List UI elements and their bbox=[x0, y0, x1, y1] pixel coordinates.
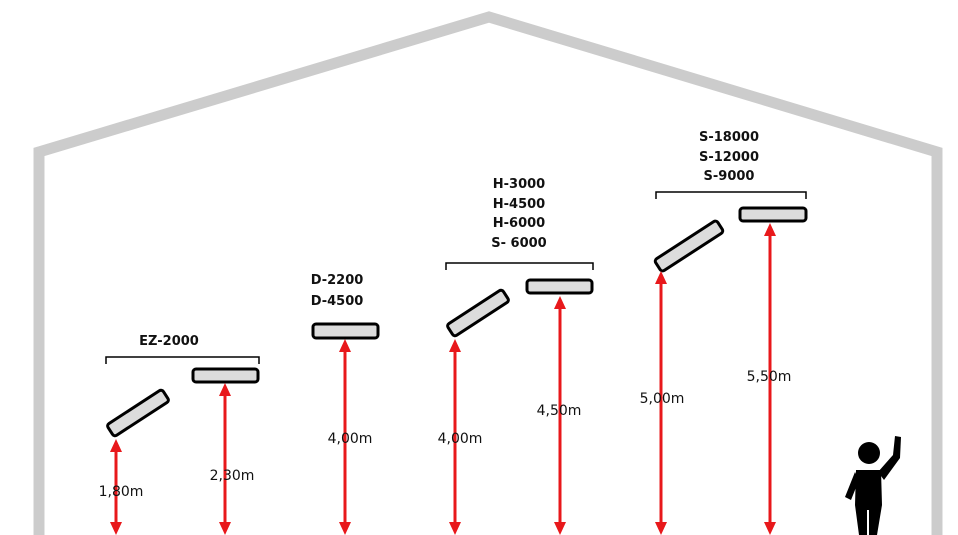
group-h-labels: H-3000 H-4500 H-6000 S- 6000 bbox=[491, 177, 546, 251]
heater-h-angled bbox=[446, 288, 510, 338]
height-arrow-ez-1 bbox=[110, 439, 122, 535]
model-label-s-9000: S-9000 bbox=[704, 169, 755, 184]
height-label-s-1: 5,00m bbox=[640, 391, 685, 407]
model-label-d-4500: D-4500 bbox=[311, 294, 364, 309]
model-label-d-2200: D-2200 bbox=[311, 273, 364, 288]
group-s: S-18000 S-12000 S-9000 5,00m 5,50m bbox=[640, 130, 808, 535]
height-label-ez-2: 2,30m bbox=[210, 468, 255, 484]
building-outline bbox=[33, 11, 943, 535]
group-h: H-3000 H-4500 H-6000 S- 6000 4,00m 4,50m bbox=[438, 177, 594, 535]
model-label-h-3000: H-3000 bbox=[493, 177, 545, 192]
heater-s-flat bbox=[738, 206, 808, 223]
model-label-s-12000: S-12000 bbox=[699, 150, 759, 165]
height-arrow-h-2 bbox=[554, 296, 566, 535]
person-waving-icon bbox=[845, 436, 901, 535]
model-label-s-18000: S-18000 bbox=[699, 130, 759, 145]
height-label-ez-1: 1,80m bbox=[99, 484, 144, 500]
model-label-h-4500: H-4500 bbox=[493, 197, 545, 212]
group-ez-bracket bbox=[105, 356, 260, 364]
height-arrow-s-1 bbox=[655, 271, 667, 535]
heater-ez-angled bbox=[106, 388, 170, 438]
height-arrow-d-1 bbox=[339, 339, 351, 535]
group-ez: EZ-2000 1,80m 2,30m bbox=[99, 334, 260, 535]
height-label-h-1: 4,00m bbox=[438, 431, 483, 447]
group-s-bracket bbox=[655, 191, 807, 199]
group-d-labels: D-2200 D-4500 bbox=[311, 273, 364, 309]
height-arrow-s-2 bbox=[764, 223, 776, 535]
heater-h-flat bbox=[525, 278, 594, 295]
height-arrow-ez-2 bbox=[219, 383, 231, 535]
height-arrow-h-1 bbox=[449, 339, 461, 535]
height-label-d-1: 4,00m bbox=[328, 431, 373, 447]
model-label-h-6000: H-6000 bbox=[493, 216, 545, 231]
heater-d-flat bbox=[311, 322, 380, 340]
model-label-s-6000: S- 6000 bbox=[491, 236, 546, 251]
group-ez-labels: EZ-2000 bbox=[139, 334, 199, 349]
group-d: D-2200 D-4500 4,00m bbox=[311, 273, 380, 535]
model-label-ez-2000: EZ-2000 bbox=[139, 334, 199, 349]
heater-s-angled bbox=[653, 219, 725, 273]
heater-ez-flat bbox=[191, 367, 260, 384]
height-label-h-2: 4,50m bbox=[537, 403, 582, 419]
group-h-bracket bbox=[445, 262, 594, 270]
group-s-labels: S-18000 S-12000 S-9000 bbox=[699, 130, 759, 184]
height-label-s-2: 5,50m bbox=[747, 369, 792, 385]
